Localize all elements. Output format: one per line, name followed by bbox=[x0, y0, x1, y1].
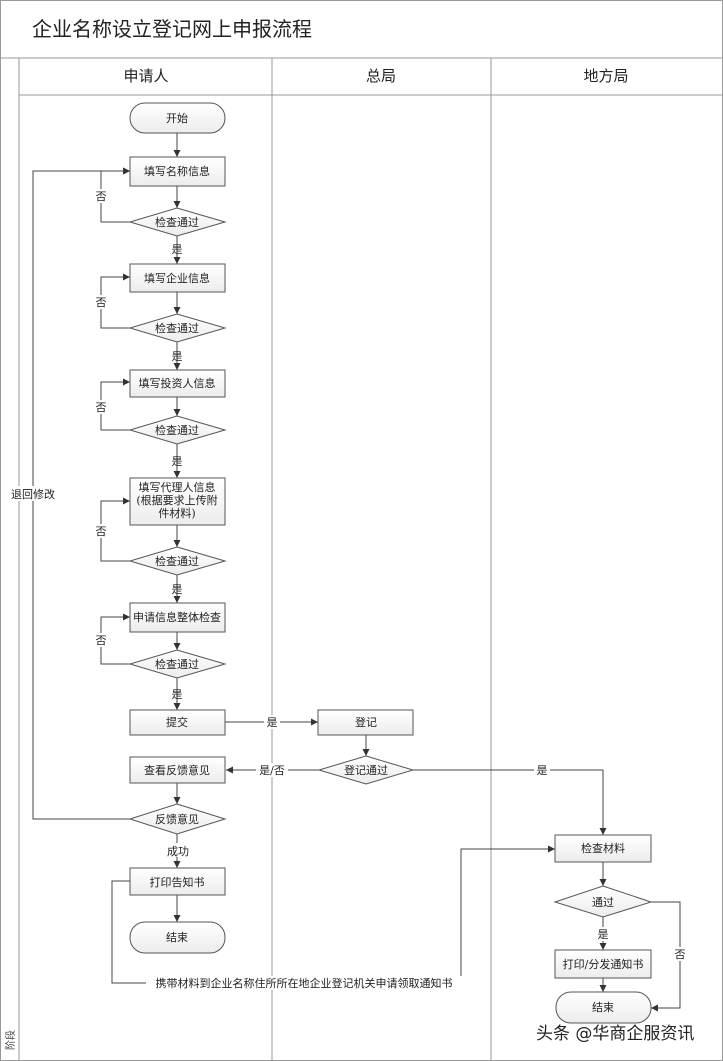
check4-label: 检查通过 bbox=[155, 554, 199, 568]
register-label: 登记 bbox=[355, 715, 377, 729]
register-box bbox=[317, 709, 414, 736]
end-applicant-label: 结束 bbox=[166, 931, 188, 944]
node-shapes bbox=[128, 102, 653, 1024]
edge-label-yes-no: 是/否 bbox=[259, 764, 285, 777]
edge-label-return-modify: 退回修改 bbox=[11, 487, 55, 501]
fill-company-box bbox=[129, 263, 226, 293]
edge-label-success: 成功 bbox=[167, 845, 189, 858]
phase-label: 阶段 bbox=[4, 1030, 17, 1050]
register-pass-diamond bbox=[317, 755, 415, 785]
check3-diamond bbox=[128, 415, 227, 445]
submit-label: 提交 bbox=[166, 715, 188, 729]
start-terminator bbox=[129, 102, 226, 134]
print-notice-local-label: 打印/分发通知书 bbox=[563, 957, 644, 971]
watermark: 头条 @华商企服资讯 bbox=[536, 1024, 694, 1044]
submit-box bbox=[129, 709, 226, 736]
edge-label-no-3: 否 bbox=[96, 401, 107, 414]
lane-header-local-office: 地方局 bbox=[583, 67, 628, 85]
fill-agent-line1: 填写代理人信息 bbox=[139, 480, 216, 494]
edge-label-yes-4: 是 bbox=[172, 583, 183, 596]
end-local-label: 结束 bbox=[592, 1001, 614, 1014]
check3-label: 检查通过 bbox=[155, 423, 199, 437]
diagram-title: 企业名称设立登记网上申报流程 bbox=[32, 17, 312, 41]
end-local-terminator bbox=[555, 991, 652, 1024]
check1-label: 检查通过 bbox=[155, 215, 199, 229]
print-notice-local-box bbox=[554, 949, 652, 979]
fill-name-box bbox=[129, 156, 226, 187]
pass-diamond bbox=[553, 885, 653, 918]
check-materials-box bbox=[554, 834, 652, 863]
fill-investor-box bbox=[129, 369, 226, 398]
edge-label-yes-2: 是 bbox=[172, 350, 183, 363]
check1-diamond bbox=[128, 207, 227, 237]
edge-label-register-yes: 是 bbox=[537, 764, 548, 777]
view-feedback-label: 查看反馈意见 bbox=[144, 763, 210, 777]
edge-label-no-4: 否 bbox=[96, 525, 107, 538]
check4-diamond bbox=[128, 546, 227, 576]
edge-label-no-2: 否 bbox=[96, 296, 107, 309]
check5-diamond bbox=[128, 649, 227, 679]
check5-label: 检查通过 bbox=[155, 657, 199, 671]
edge-label-yes-1: 是 bbox=[172, 243, 183, 256]
edge-label-carry-materials: 携带材料到企业名称住所所在地企业登记机关申请领取通知书 bbox=[156, 976, 453, 990]
edge-label-yes-3: 是 bbox=[172, 455, 183, 468]
overall-check-label: 申请信息整体检查 bbox=[133, 610, 221, 624]
fill-investor-label: 填写投资人信息 bbox=[139, 376, 216, 390]
edge-label-submit-yes: 是 bbox=[267, 716, 278, 729]
edge-label-yes-5: 是 bbox=[172, 688, 183, 701]
print-notice-box bbox=[129, 867, 226, 896]
register-pass-label: 登记通过 bbox=[344, 763, 388, 777]
check2-diamond bbox=[128, 313, 227, 343]
overall-check-box bbox=[129, 602, 226, 633]
view-feedback-box bbox=[129, 756, 226, 784]
lane-header-head-office: 总局 bbox=[366, 67, 396, 85]
label-backgrounds bbox=[10, 189, 687, 990]
feedback-diamond bbox=[128, 803, 227, 835]
start-label: 开始 bbox=[166, 111, 188, 125]
fill-name-label: 填写名称信息 bbox=[144, 164, 210, 178]
check2-label: 检查通过 bbox=[155, 321, 199, 335]
edge-label-no-1: 否 bbox=[96, 190, 107, 203]
end-applicant-terminator bbox=[129, 921, 226, 954]
print-notice-label: 打印告知书 bbox=[150, 875, 205, 889]
check-materials-label: 检查材料 bbox=[581, 841, 625, 855]
fill-company-label: 填写企业信息 bbox=[144, 271, 210, 285]
feedback-label: 反馈意见 bbox=[155, 812, 199, 826]
fill-agent-line3: 件材料) bbox=[158, 506, 195, 520]
edge-label-pass-no: 否 bbox=[675, 948, 686, 961]
fill-agent-line2: (根据要求上传附 bbox=[136, 493, 217, 507]
lane-header-applicant: 申请人 bbox=[123, 67, 168, 85]
pass-label: 通过 bbox=[592, 896, 614, 909]
fill-agent-box bbox=[129, 477, 226, 526]
edge-label-pass-yes: 是 bbox=[598, 928, 609, 941]
edge-label-no-5: 否 bbox=[96, 634, 107, 647]
